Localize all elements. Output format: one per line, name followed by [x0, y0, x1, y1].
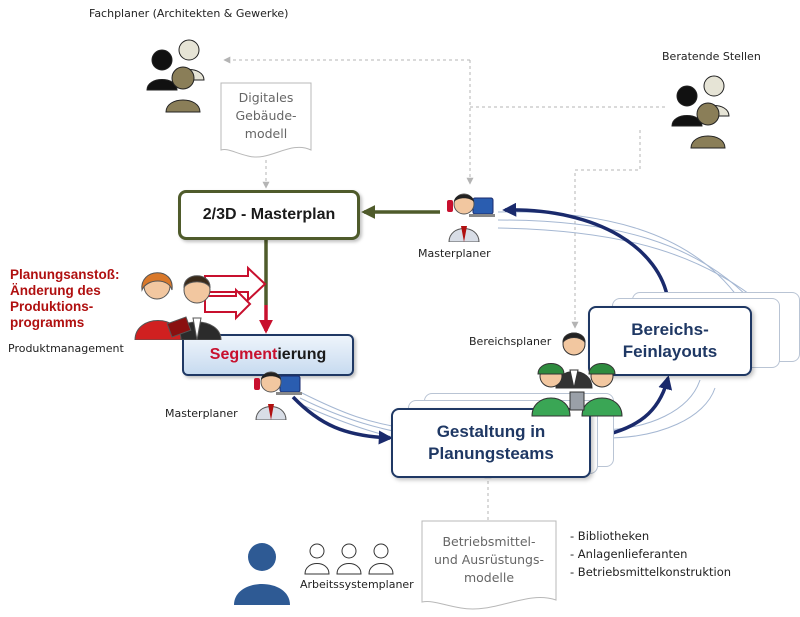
label-bereichsplaner: Bereichsplaner	[469, 335, 552, 348]
anstoss-arrows	[204, 265, 267, 321]
label-masterplaner-bottom: Masterplaner	[165, 407, 238, 420]
anstoss-line-1: Planungsanstoß:	[10, 267, 120, 282]
planungsanstoss-text: Planungsanstoß: Änderung des Produktions…	[10, 267, 120, 331]
people-outline-icon	[304, 543, 394, 575]
label-fachplaner: Fachplaner (Architekten & Gewerke)	[89, 7, 289, 20]
masterplan-box-label: 2/3D - Masterplan	[202, 206, 336, 223]
masterplan-box: 2/3D - Masterplan	[178, 190, 360, 240]
list-item: - Bibliotheken	[570, 529, 650, 543]
anstoss-line-2: Änderung des	[10, 283, 101, 298]
arrow-to-masterplaner	[502, 202, 670, 301]
planner-phone-icon	[254, 371, 302, 420]
list-item: - Betriebsmittelkonstruktion	[570, 565, 732, 579]
document-gebaeudemodell: Digitales Gebäude- modell	[235, 90, 297, 141]
label-masterplaner-top: Masterplaner	[418, 247, 491, 260]
document-shape-betriebsmittel	[421, 520, 557, 610]
anstoss-line-3: Produktions-	[10, 299, 94, 314]
supplier-list: - Bibliotheken - Anlagenlieferanten - Be…	[570, 527, 731, 581]
gestaltung-line-2: Planungsteams	[428, 444, 554, 463]
label-arbeitssystemplaner: Arbeitssystemplaner	[300, 578, 414, 591]
business-people-icon	[134, 272, 222, 340]
list-item: - Anlagenlieferanten	[570, 547, 688, 561]
document-betriebsmittel: Betriebsmittel- und Ausrüstungs- modelle	[433, 534, 545, 585]
label-produktmanagement: Produktmanagement	[8, 342, 124, 355]
feinlayouts-line-2: Feinlayouts	[622, 342, 718, 361]
document-shape-gebaeude	[220, 82, 312, 158]
people-group-icon	[671, 75, 730, 149]
segmentierung-rest: ierung	[277, 346, 327, 363]
segmentierung-red: Segment	[209, 346, 278, 363]
feinlayouts-line-1: Bereichs-	[631, 320, 709, 339]
anstoss-line-4: programms	[10, 315, 85, 330]
worker-team-icon	[531, 332, 623, 417]
arrow-to-gestaltung	[291, 395, 393, 445]
people-group-icon	[146, 39, 205, 113]
person-icon	[234, 543, 290, 605]
planner-phone-icon	[447, 193, 495, 242]
label-beratende-stellen: Beratende Stellen	[662, 50, 761, 63]
dashed-links	[223, 56, 665, 520]
gestaltung-line-1: Gestaltung in	[436, 422, 546, 441]
gestaltung-box: Gestaltung in Planungsteams	[391, 408, 591, 478]
feinlayouts-box: Bereichs- Feinlayouts	[588, 306, 752, 376]
